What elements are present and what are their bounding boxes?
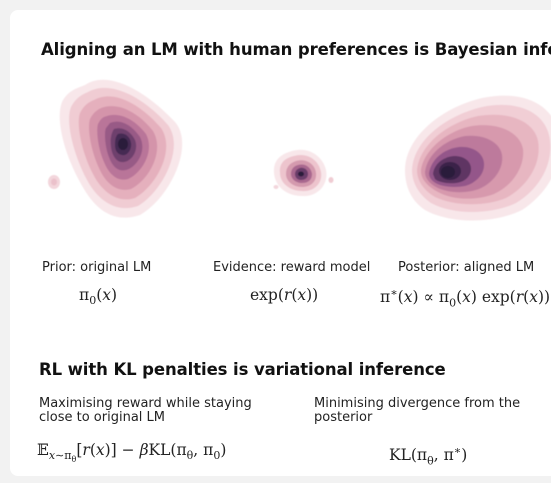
vi-objective-description: Minimising divergence from the posterior [314, 396, 521, 425]
vi-objective-formula: KL(πθ, π∗) [389, 444, 468, 468]
posterior-formula: π∗(x) ∝ π0(x) exp(r(x)) [380, 286, 551, 310]
prior-formula: π0(x) [79, 286, 118, 308]
section2-title: RL with KL penalties is variational infe… [39, 360, 446, 379]
section1-title: Aligning an LM with human preferences is… [41, 40, 551, 59]
prior-caption: Prior: original LM [42, 260, 152, 275]
evidence-formula: exp(r(x)) [250, 286, 319, 304]
evidence-density-blob [273, 149, 334, 197]
figure-card: Aligning an LM with human preferences is… [10, 10, 551, 476]
rl-objective-formula: 𝔼x∼πθ[r(x)] − βKL(πθ, π0) [37, 441, 227, 465]
rl-objective-description: Maximising reward while staying close to… [39, 396, 252, 425]
posterior-caption: Posterior: aligned LM [398, 260, 535, 275]
prior-density-blob [48, 79, 183, 218]
evidence-caption: Evidence: reward model [213, 260, 371, 275]
density-plots [48, 79, 551, 221]
posterior-density-blob [405, 95, 551, 221]
